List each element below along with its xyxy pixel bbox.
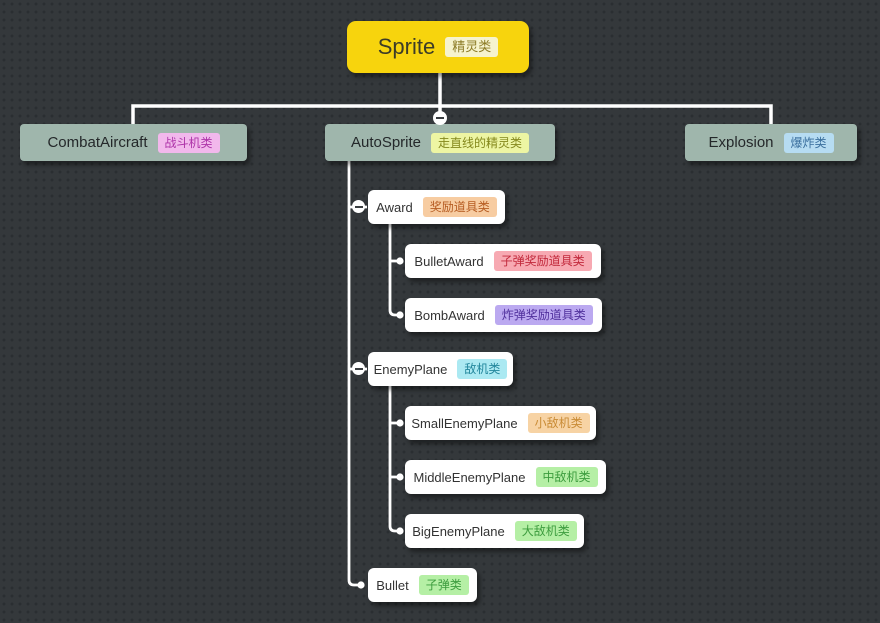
node-enemyplane[interactable]: EnemyPlane 敌机类 bbox=[368, 352, 513, 386]
node-smallenemyplane[interactable]: SmallEnemyPlane 小敌机类 bbox=[405, 406, 596, 440]
node-explosion[interactable]: Explosion 爆炸类 bbox=[685, 124, 857, 161]
connector-dot bbox=[396, 419, 404, 427]
node-tag: 爆炸类 bbox=[783, 132, 834, 153]
node-tag: 炸弹奖励道具类 bbox=[494, 305, 593, 325]
node-label: Bullet bbox=[376, 577, 409, 593]
node-tag: 子弹类 bbox=[418, 575, 469, 595]
minus-icon bbox=[354, 367, 363, 370]
node-tag: 走直线的精灵类 bbox=[431, 132, 530, 153]
node-label: AutoSprite bbox=[350, 134, 422, 151]
node-label: BulletAward bbox=[414, 253, 484, 269]
connector-dot bbox=[396, 527, 404, 535]
node-label: MiddleEnemyPlane bbox=[413, 469, 526, 485]
minus-icon bbox=[354, 205, 363, 208]
connector-dot bbox=[396, 473, 404, 481]
node-bulletaward[interactable]: BulletAward 子弹奖励道具类 bbox=[405, 244, 601, 278]
node-tag: 战斗机类 bbox=[157, 132, 220, 153]
node-label: EnemyPlane bbox=[373, 361, 448, 377]
node-tag: 敌机类 bbox=[457, 359, 508, 379]
node-label: Award bbox=[376, 199, 413, 215]
collapse-button-enemyplane[interactable] bbox=[352, 362, 365, 375]
node-label: BigEnemyPlane bbox=[412, 523, 505, 539]
node-tag: 小敌机类 bbox=[527, 413, 590, 433]
node-tag: 精灵类 bbox=[445, 37, 499, 57]
edge-award-trunk bbox=[388, 224, 398, 317]
node-award[interactable]: Award 奖励道具类 bbox=[368, 190, 505, 224]
node-label: SmallEnemyPlane bbox=[411, 415, 518, 431]
node-bullet[interactable]: Bullet 子弹类 bbox=[368, 568, 477, 602]
node-tag: 大敌机类 bbox=[514, 521, 577, 541]
node-label: Explosion bbox=[708, 134, 774, 151]
node-label: BombAward bbox=[414, 307, 485, 323]
node-bombaward[interactable]: BombAward 炸弹奖励道具类 bbox=[405, 298, 602, 332]
edge-bus bbox=[131, 104, 773, 124]
node-middleenemyplane[interactable]: MiddleEnemyPlane 中敌机类 bbox=[405, 460, 606, 494]
collapse-button-autosprite[interactable] bbox=[433, 111, 447, 125]
node-bigenemyplane[interactable]: BigEnemyPlane 大敌机类 bbox=[405, 514, 584, 548]
connector-dot bbox=[396, 257, 404, 265]
collapse-button-award[interactable] bbox=[352, 200, 365, 213]
minus-icon bbox=[436, 117, 444, 119]
node-tag: 子弹奖励道具类 bbox=[493, 251, 592, 271]
node-tag: 中敌机类 bbox=[535, 467, 598, 487]
node-label: CombatAircraft bbox=[47, 134, 148, 151]
node-tag: 奖励道具类 bbox=[422, 197, 497, 217]
connector-dot bbox=[357, 581, 365, 589]
node-autosprite[interactable]: AutoSprite 走直线的精灵类 bbox=[325, 124, 555, 161]
node-sprite[interactable]: Sprite 精灵类 bbox=[347, 21, 529, 73]
edge-enemy-trunk bbox=[388, 386, 398, 533]
node-combataircraft[interactable]: CombatAircraft 战斗机类 bbox=[20, 124, 247, 161]
connector-dot bbox=[396, 311, 404, 319]
node-label: Sprite bbox=[377, 34, 436, 59]
